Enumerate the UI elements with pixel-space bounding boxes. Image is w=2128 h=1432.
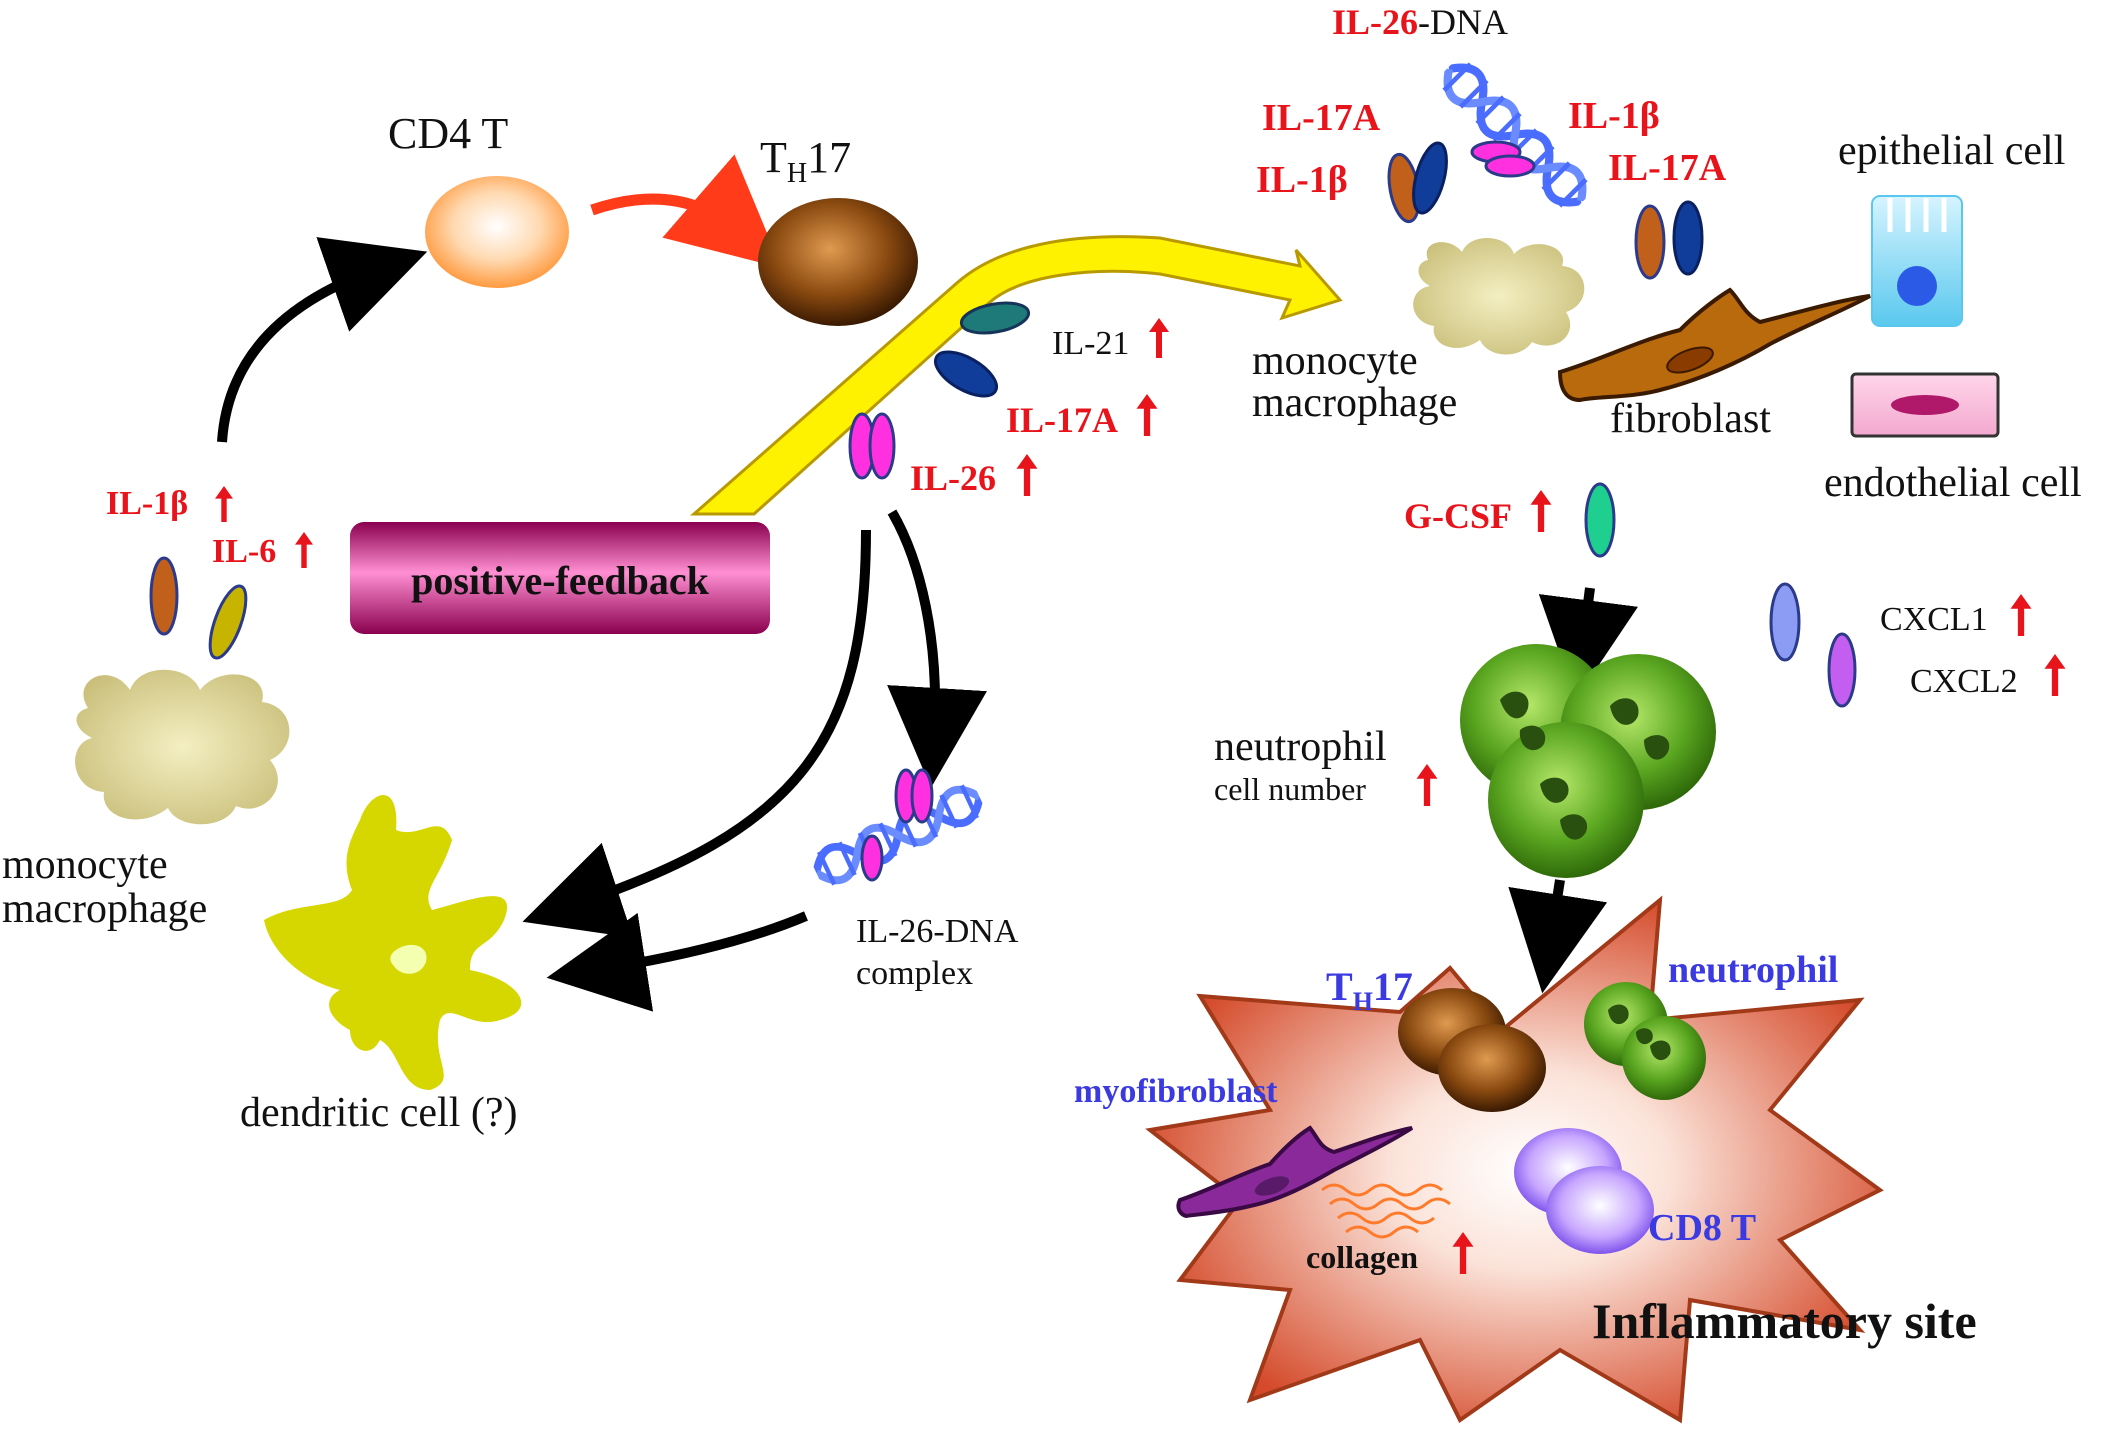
epithelial-cell bbox=[1871, 195, 1963, 327]
fibroblast-nucleus bbox=[1666, 346, 1714, 374]
positive-feedback-label: positive-feedback bbox=[411, 558, 710, 603]
il26-to-dna-arrow bbox=[887, 509, 987, 788]
il6-cytokine-icon bbox=[208, 584, 248, 660]
dendritic-nucleus bbox=[390, 944, 427, 974]
il26-cytokine-icon-2 bbox=[868, 412, 896, 480]
site-myofibroblast-label: myofibroblast bbox=[1074, 1073, 1278, 1110]
il17a-mid-label: IL-17A bbox=[1006, 400, 1118, 440]
il6-left-label: IL-6 bbox=[212, 533, 276, 570]
collagen-fibers-icon bbox=[1321, 1183, 1451, 1239]
monocyte-left-label-2: macrophage bbox=[2, 886, 207, 932]
cxcl2-up-icon bbox=[2044, 654, 2066, 696]
monocyte-right-label-2: macrophage bbox=[1252, 380, 1457, 426]
site-th17-label: TH17 bbox=[1326, 964, 1413, 1016]
il26dna-complex-label-2: complex bbox=[856, 955, 973, 992]
il26dna-top-label: IL-26-DNA bbox=[1332, 2, 1508, 42]
epithelial-nucleus bbox=[1897, 266, 1937, 306]
fibroblast-cell bbox=[1557, 287, 1871, 403]
il17a-up-icon bbox=[1136, 394, 1158, 436]
inflammatory-site-label: Inflammatory site bbox=[1592, 1293, 1977, 1349]
site-neutrophil-label: neutrophil bbox=[1668, 949, 1838, 991]
neutrophil-label-1: neutrophil bbox=[1214, 724, 1387, 770]
cxcl1-cytokine-icon bbox=[1769, 582, 1801, 662]
il1b-left-label: IL-1β bbox=[106, 485, 188, 522]
th17-label: TH17 bbox=[760, 133, 851, 189]
differentiation-arrow bbox=[590, 154, 782, 269]
endothelial-label: endothelial cell bbox=[1824, 460, 2082, 506]
neutrophil-cell-3 bbox=[1488, 722, 1644, 878]
neutrophil-up-icon bbox=[1416, 764, 1438, 806]
myofibroblast-nucleus bbox=[1254, 1176, 1290, 1196]
il1b-right-cytokine-icon bbox=[1634, 204, 1666, 280]
il17a-topright-label: IL-17A bbox=[1608, 147, 1727, 189]
il17a-cytokine-icon bbox=[933, 350, 999, 398]
site-cd8t-label: CD8 T bbox=[1648, 1207, 1756, 1249]
monocyte-left-label-1: monocyte bbox=[2, 842, 168, 888]
il1b-cytokine-icon bbox=[149, 556, 179, 636]
cxcl2-cytokine-icon bbox=[1827, 632, 1857, 708]
il17a-topleft-label: IL-17A bbox=[1262, 97, 1381, 139]
neutrophil-to-site-arrow bbox=[1508, 879, 1608, 994]
gcsf-label: G-CSF bbox=[1404, 496, 1512, 536]
neutrophil-cluster bbox=[1460, 644, 1716, 878]
positive-feedback-box bbox=[350, 522, 770, 634]
monocyte-right-label-1: monocyte bbox=[1252, 338, 1418, 384]
il26-dna-top bbox=[1436, 56, 1594, 214]
il26-up-icon bbox=[1016, 454, 1038, 496]
gcsf-cytokine-icon bbox=[1584, 482, 1616, 558]
il21-cytokine-icon bbox=[959, 301, 1031, 335]
cxcl1-up-icon bbox=[2010, 594, 2032, 636]
il1b-topright-label: IL-1β bbox=[1568, 95, 1660, 137]
endothelial-nucleus bbox=[1891, 395, 1959, 415]
cd4t-label: CD4 T bbox=[388, 109, 508, 158]
il26-top-icon-2 bbox=[1484, 154, 1536, 178]
il17a-right-cytokine-icon bbox=[1672, 200, 1704, 276]
site-collagen-label: collagen bbox=[1306, 1239, 1418, 1275]
myofibroblast-cell bbox=[1176, 1125, 1414, 1219]
site-th17-cell-2 bbox=[1438, 1024, 1546, 1112]
dendritic-label: dendritic cell (?) bbox=[240, 1090, 518, 1136]
cd4t-cell bbox=[425, 176, 569, 288]
neutrophil-label-2: cell number bbox=[1214, 771, 1366, 807]
gcsf-up-icon bbox=[1530, 490, 1552, 532]
il1b-up-icon bbox=[215, 486, 233, 522]
il17a-top-cytokine-icon bbox=[1412, 141, 1448, 215]
activation-arrow bbox=[217, 237, 428, 443]
gcsf-to-neutrophil-arrow bbox=[1538, 587, 1638, 700]
il26-mid-label: IL-26 bbox=[910, 458, 996, 498]
il26-bound-icon-3 bbox=[860, 834, 884, 882]
epithelial-label: epithelial cell bbox=[1838, 128, 2065, 174]
monocyte-left bbox=[75, 669, 290, 825]
il21-label: IL-21 bbox=[1052, 325, 1129, 362]
il26-to-dc-arrow bbox=[522, 529, 871, 938]
il26dna-complex-label-1: IL-26-DNA bbox=[856, 913, 1019, 950]
il1b-topleft-label: IL-1β bbox=[1256, 159, 1348, 201]
inflammatory-site-burst bbox=[1145, 895, 1884, 1424]
cxcl1-label: CXCL1 bbox=[1880, 601, 1988, 638]
feedback-arrow bbox=[690, 235, 1343, 516]
il6-up-icon bbox=[295, 532, 313, 568]
endothelial-cell bbox=[1850, 372, 2000, 438]
dendritic-cell bbox=[264, 795, 522, 1090]
complex-to-dc-arrow bbox=[546, 911, 808, 1012]
il26-bound-icon-2 bbox=[910, 768, 934, 824]
cxcl2-label: CXCL2 bbox=[1910, 663, 2018, 700]
monocyte-right bbox=[1413, 237, 1585, 355]
il21-up-icon bbox=[1149, 318, 1169, 358]
cd8t-cell-2 bbox=[1546, 1166, 1654, 1254]
th17-cell bbox=[758, 198, 918, 326]
il26-dna-complex bbox=[809, 768, 987, 889]
fibroblast-label: fibroblast bbox=[1610, 396, 1771, 442]
